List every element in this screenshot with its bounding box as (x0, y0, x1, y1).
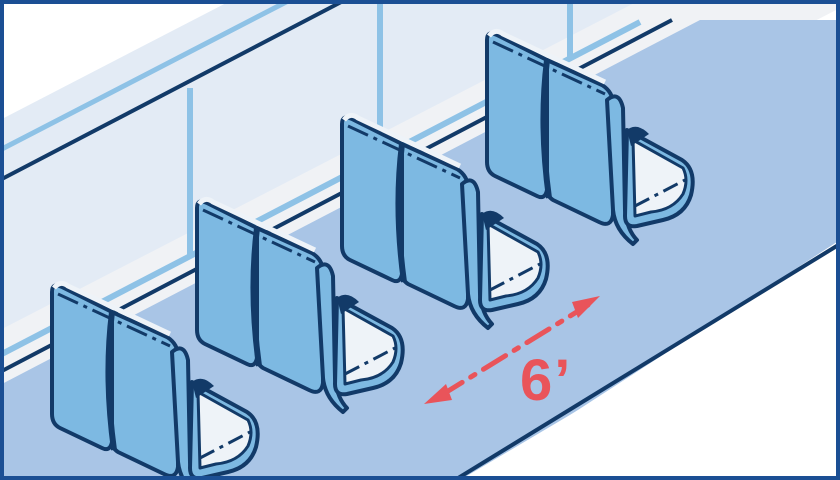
seat-back-right (400, 142, 470, 310)
seat-row (50, 28, 695, 480)
seat-top-highlight (197, 196, 317, 253)
seat-cushion-gap (482, 210, 504, 230)
arrow-head-left (424, 384, 452, 404)
seat-top-highlight (487, 28, 607, 85)
seat-cushion-gap (627, 126, 649, 146)
distance-label: 6’ (520, 348, 573, 413)
seat-cushion-stitch (199, 430, 251, 460)
floor-edge (453, 242, 840, 480)
seat-back-right (110, 310, 180, 478)
seat-back-left (340, 115, 404, 284)
seat-cushion-gap (192, 378, 214, 398)
seat-2 (195, 196, 405, 414)
seat-back-right (255, 226, 325, 394)
seat-top-highlight (52, 280, 172, 337)
wall-top-band (0, 0, 640, 330)
dimension-arrow (424, 296, 600, 404)
seat-top-highlight (342, 112, 462, 169)
seat-seam (105, 311, 117, 451)
seat-cushion-stitch (634, 178, 686, 208)
seat-back-right (545, 58, 615, 226)
arrow-head-right (572, 296, 600, 318)
seat-back-left (485, 31, 549, 200)
seat-top-stitch (492, 40, 606, 96)
seat-3 (340, 112, 550, 330)
seat-top-stitch (202, 208, 316, 264)
seat-1 (50, 280, 260, 480)
seat-armrest (605, 94, 639, 246)
seat-top-stitch (347, 124, 461, 180)
seat-cushion-gap (337, 294, 359, 314)
seat-seam (250, 227, 262, 367)
seat-back-left (50, 283, 114, 452)
seat-cushion-top (196, 390, 253, 470)
seat-cushion-top (486, 222, 543, 302)
window-top-line-1 (0, 0, 292, 153)
seat-cushion-top (341, 306, 398, 386)
seat-cushion-stitch (344, 346, 396, 376)
seat-armrest (315, 262, 349, 414)
window-top-line-2 (0, 0, 346, 182)
seat-4 (485, 28, 695, 246)
seat-back-left (195, 199, 259, 368)
seat-seam (395, 143, 407, 283)
seat-cushion-top (631, 138, 688, 218)
seat-top-stitch (57, 292, 171, 348)
seat-cushion-stitch (489, 262, 541, 292)
seat-armrest (460, 178, 494, 330)
seat-seam (540, 59, 552, 199)
